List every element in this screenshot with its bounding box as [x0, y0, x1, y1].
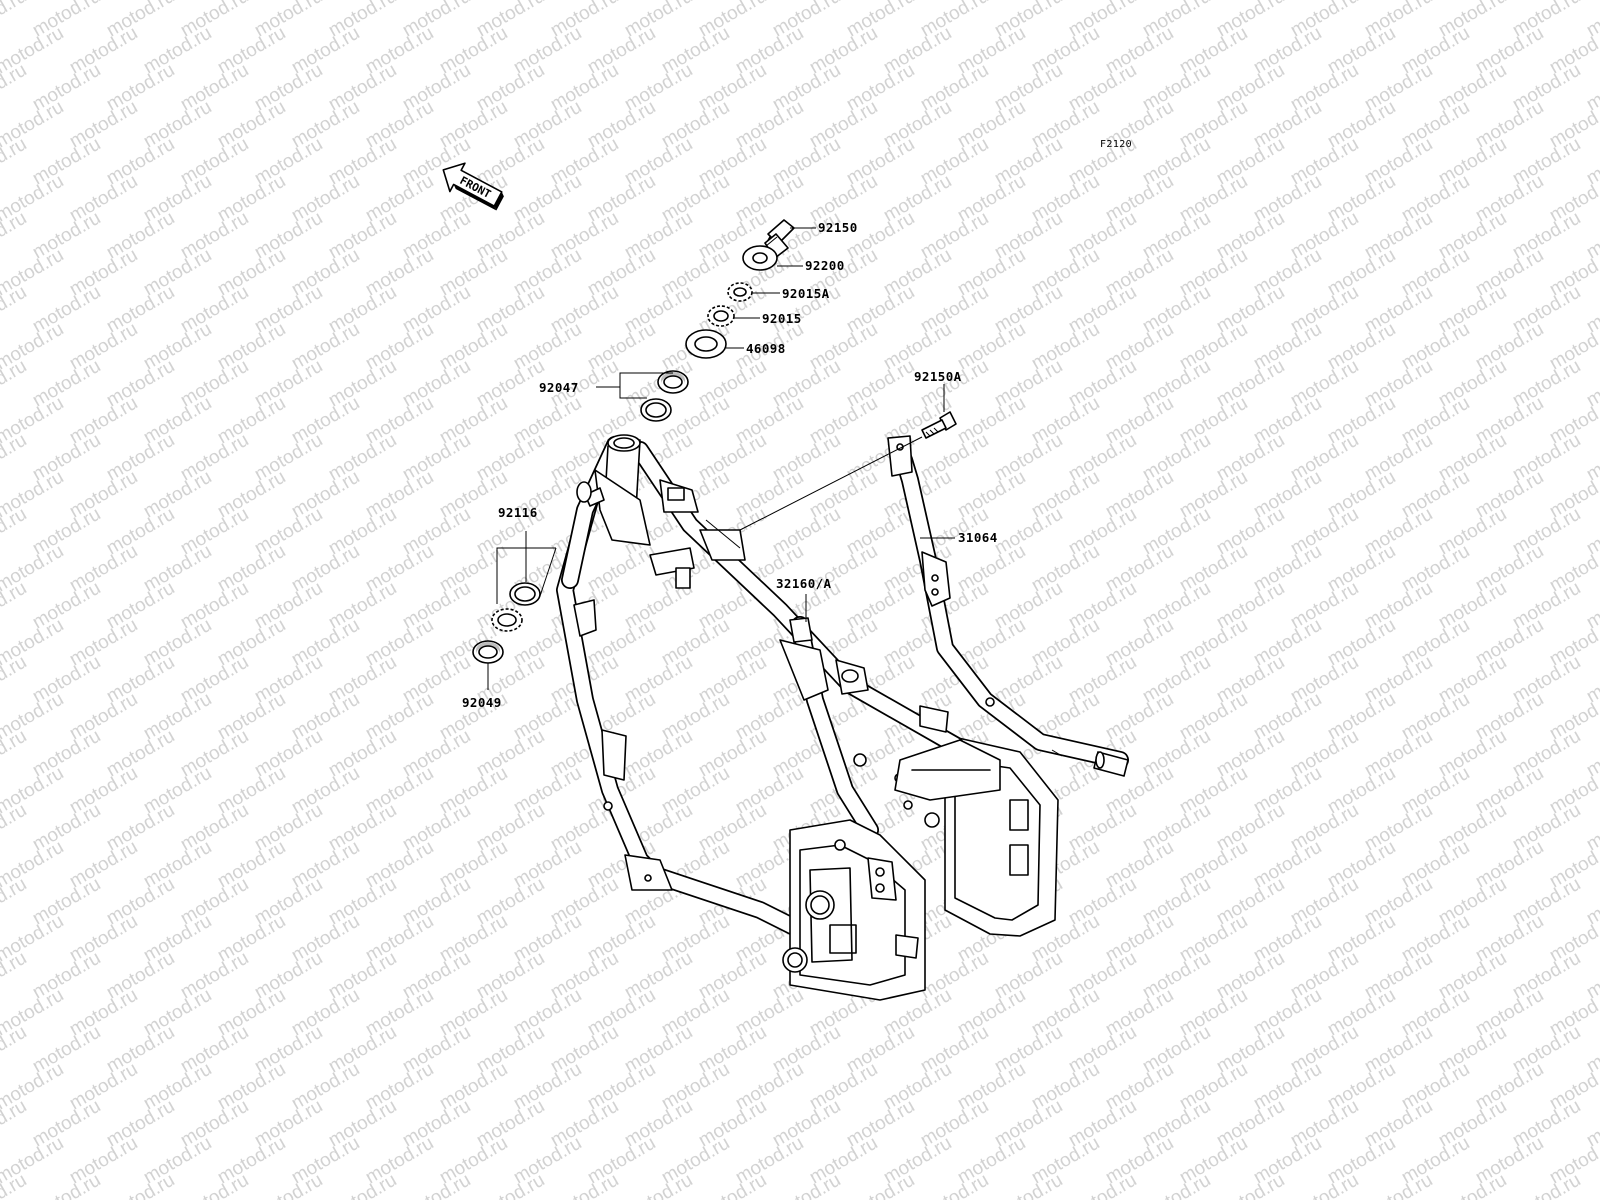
label-92150: 92150 — [818, 220, 858, 235]
watermark-text: motod.ru — [0, 282, 30, 338]
watermark-text: motod.ru — [1509, 1170, 1584, 1200]
watermark-text: motod.ru — [0, 60, 30, 116]
bearing-race-92047-lower — [640, 398, 672, 422]
watermark-text: motod.ru — [177, 1170, 252, 1200]
watermark-text: motod.ru — [0, 208, 30, 264]
diagram-code: F2120 — [1100, 139, 1132, 150]
bolt-92150A — [921, 411, 957, 439]
nut-92015A — [727, 282, 753, 302]
watermark-text: motod.ru — [29, 1170, 104, 1200]
watermark-text: motod.ru — [1213, 1170, 1288, 1200]
watermark-text: motod.ru — [0, 134, 30, 190]
label-92150A: 92150A — [914, 369, 962, 384]
watermark-text: motod.ru — [769, 1170, 844, 1200]
watermark-text: motod.ru — [0, 948, 30, 1004]
watermark-text: motod.ru — [0, 356, 30, 412]
label-92047: 92047 — [539, 380, 579, 395]
watermark-text: motod.ru — [1139, 1170, 1214, 1200]
watermark-text: motod.ru — [1361, 1170, 1436, 1200]
frame-31064 — [556, 434, 1129, 1001]
watermark-text: motod.ru — [251, 1170, 326, 1200]
watermark-text: motod.ru — [0, 1096, 30, 1152]
label-92015: 92015 — [762, 311, 802, 326]
bearing-92116 — [491, 608, 523, 632]
front-arrow-icon: FRONT — [442, 162, 504, 211]
label-31064: 31064 — [958, 530, 998, 545]
label-92015A: 92015A — [782, 286, 830, 301]
watermark-text: motod.ru — [547, 1170, 622, 1200]
label-92116: 92116 — [498, 505, 538, 520]
watermark-text: motod.ru — [103, 1170, 178, 1200]
label-92049: 92049 — [462, 695, 502, 710]
label-46098: 46098 — [746, 341, 786, 356]
watermark-text: motod.ru — [917, 1170, 992, 1200]
watermark-text: motod.ru — [621, 1170, 696, 1200]
watermark-text: motod.ru — [399, 1170, 474, 1200]
watermark-text: motod.ru — [473, 1170, 548, 1200]
watermark-text: motod.ru — [1065, 1170, 1140, 1200]
watermark-text: motod.ru — [991, 1170, 1066, 1200]
leader-lines — [487, 227, 955, 690]
watermark-text: motod.ru — [0, 1022, 30, 1078]
dust-seal-46098 — [685, 329, 727, 359]
watermark-text: motod.ru — [1583, 1170, 1600, 1200]
watermark-text: motod.ru — [0, 652, 30, 708]
bearing-92047-upper — [657, 370, 689, 394]
watermark-text: motod.ru — [325, 1170, 400, 1200]
watermark-text: motod.ru — [695, 1170, 770, 1200]
bearing-race-92116 — [509, 582, 541, 606]
watermark-text: motod.ru — [0, 0, 30, 41]
watermark-text: motod.ru — [0, 430, 30, 486]
washer-92200 — [742, 245, 778, 271]
watermark-text: motod.ru — [1435, 1170, 1510, 1200]
watermark-text: motod.ru — [1287, 1170, 1362, 1200]
watermark-text: motod.ru — [0, 874, 30, 930]
watermark-text: motod.ru — [843, 1170, 918, 1200]
nut-92015 — [707, 305, 735, 327]
watermark-text: motod.ru — [0, 800, 30, 856]
label-92200: 92200 — [805, 258, 845, 273]
watermark-text: motod.ru — [0, 504, 30, 560]
watermark-text: motod.ru — [0, 578, 30, 634]
watermark-text: motod.ru — [0, 726, 30, 782]
seal-92049 — [472, 640, 504, 664]
label-32160A: 32160/A — [776, 576, 832, 591]
